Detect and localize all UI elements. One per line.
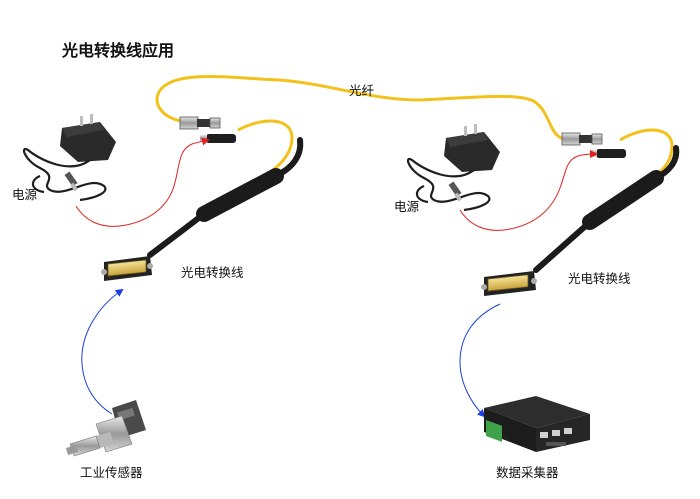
converter-label-right: 光电转换线	[568, 271, 631, 286]
power-label-right: 电源	[394, 199, 420, 214]
fiber-cable	[155, 75, 569, 142]
power-label-left: 电源	[12, 187, 38, 202]
right-converter-cable	[481, 128, 680, 296]
daq-label: 数据采集器	[496, 465, 559, 480]
left-power-arrow	[75, 137, 210, 227]
left-converter-cable	[101, 116, 304, 281]
left-power-adapter	[22, 114, 116, 202]
right-power-adapter	[406, 124, 500, 212]
sensor-label: 工业传感器	[80, 465, 143, 480]
right-power-arrow	[459, 150, 598, 231]
sensor-signal-arrow	[81, 288, 124, 415]
daq-signal-arrow	[459, 303, 501, 418]
diagram-title: 光电转换线应用	[62, 41, 175, 60]
fiber-label: 光纤	[349, 83, 375, 98]
converter-label-left: 光电转换线	[181, 265, 244, 280]
industrial-sensor	[66, 400, 146, 457]
data-acquisition-box	[484, 396, 590, 452]
